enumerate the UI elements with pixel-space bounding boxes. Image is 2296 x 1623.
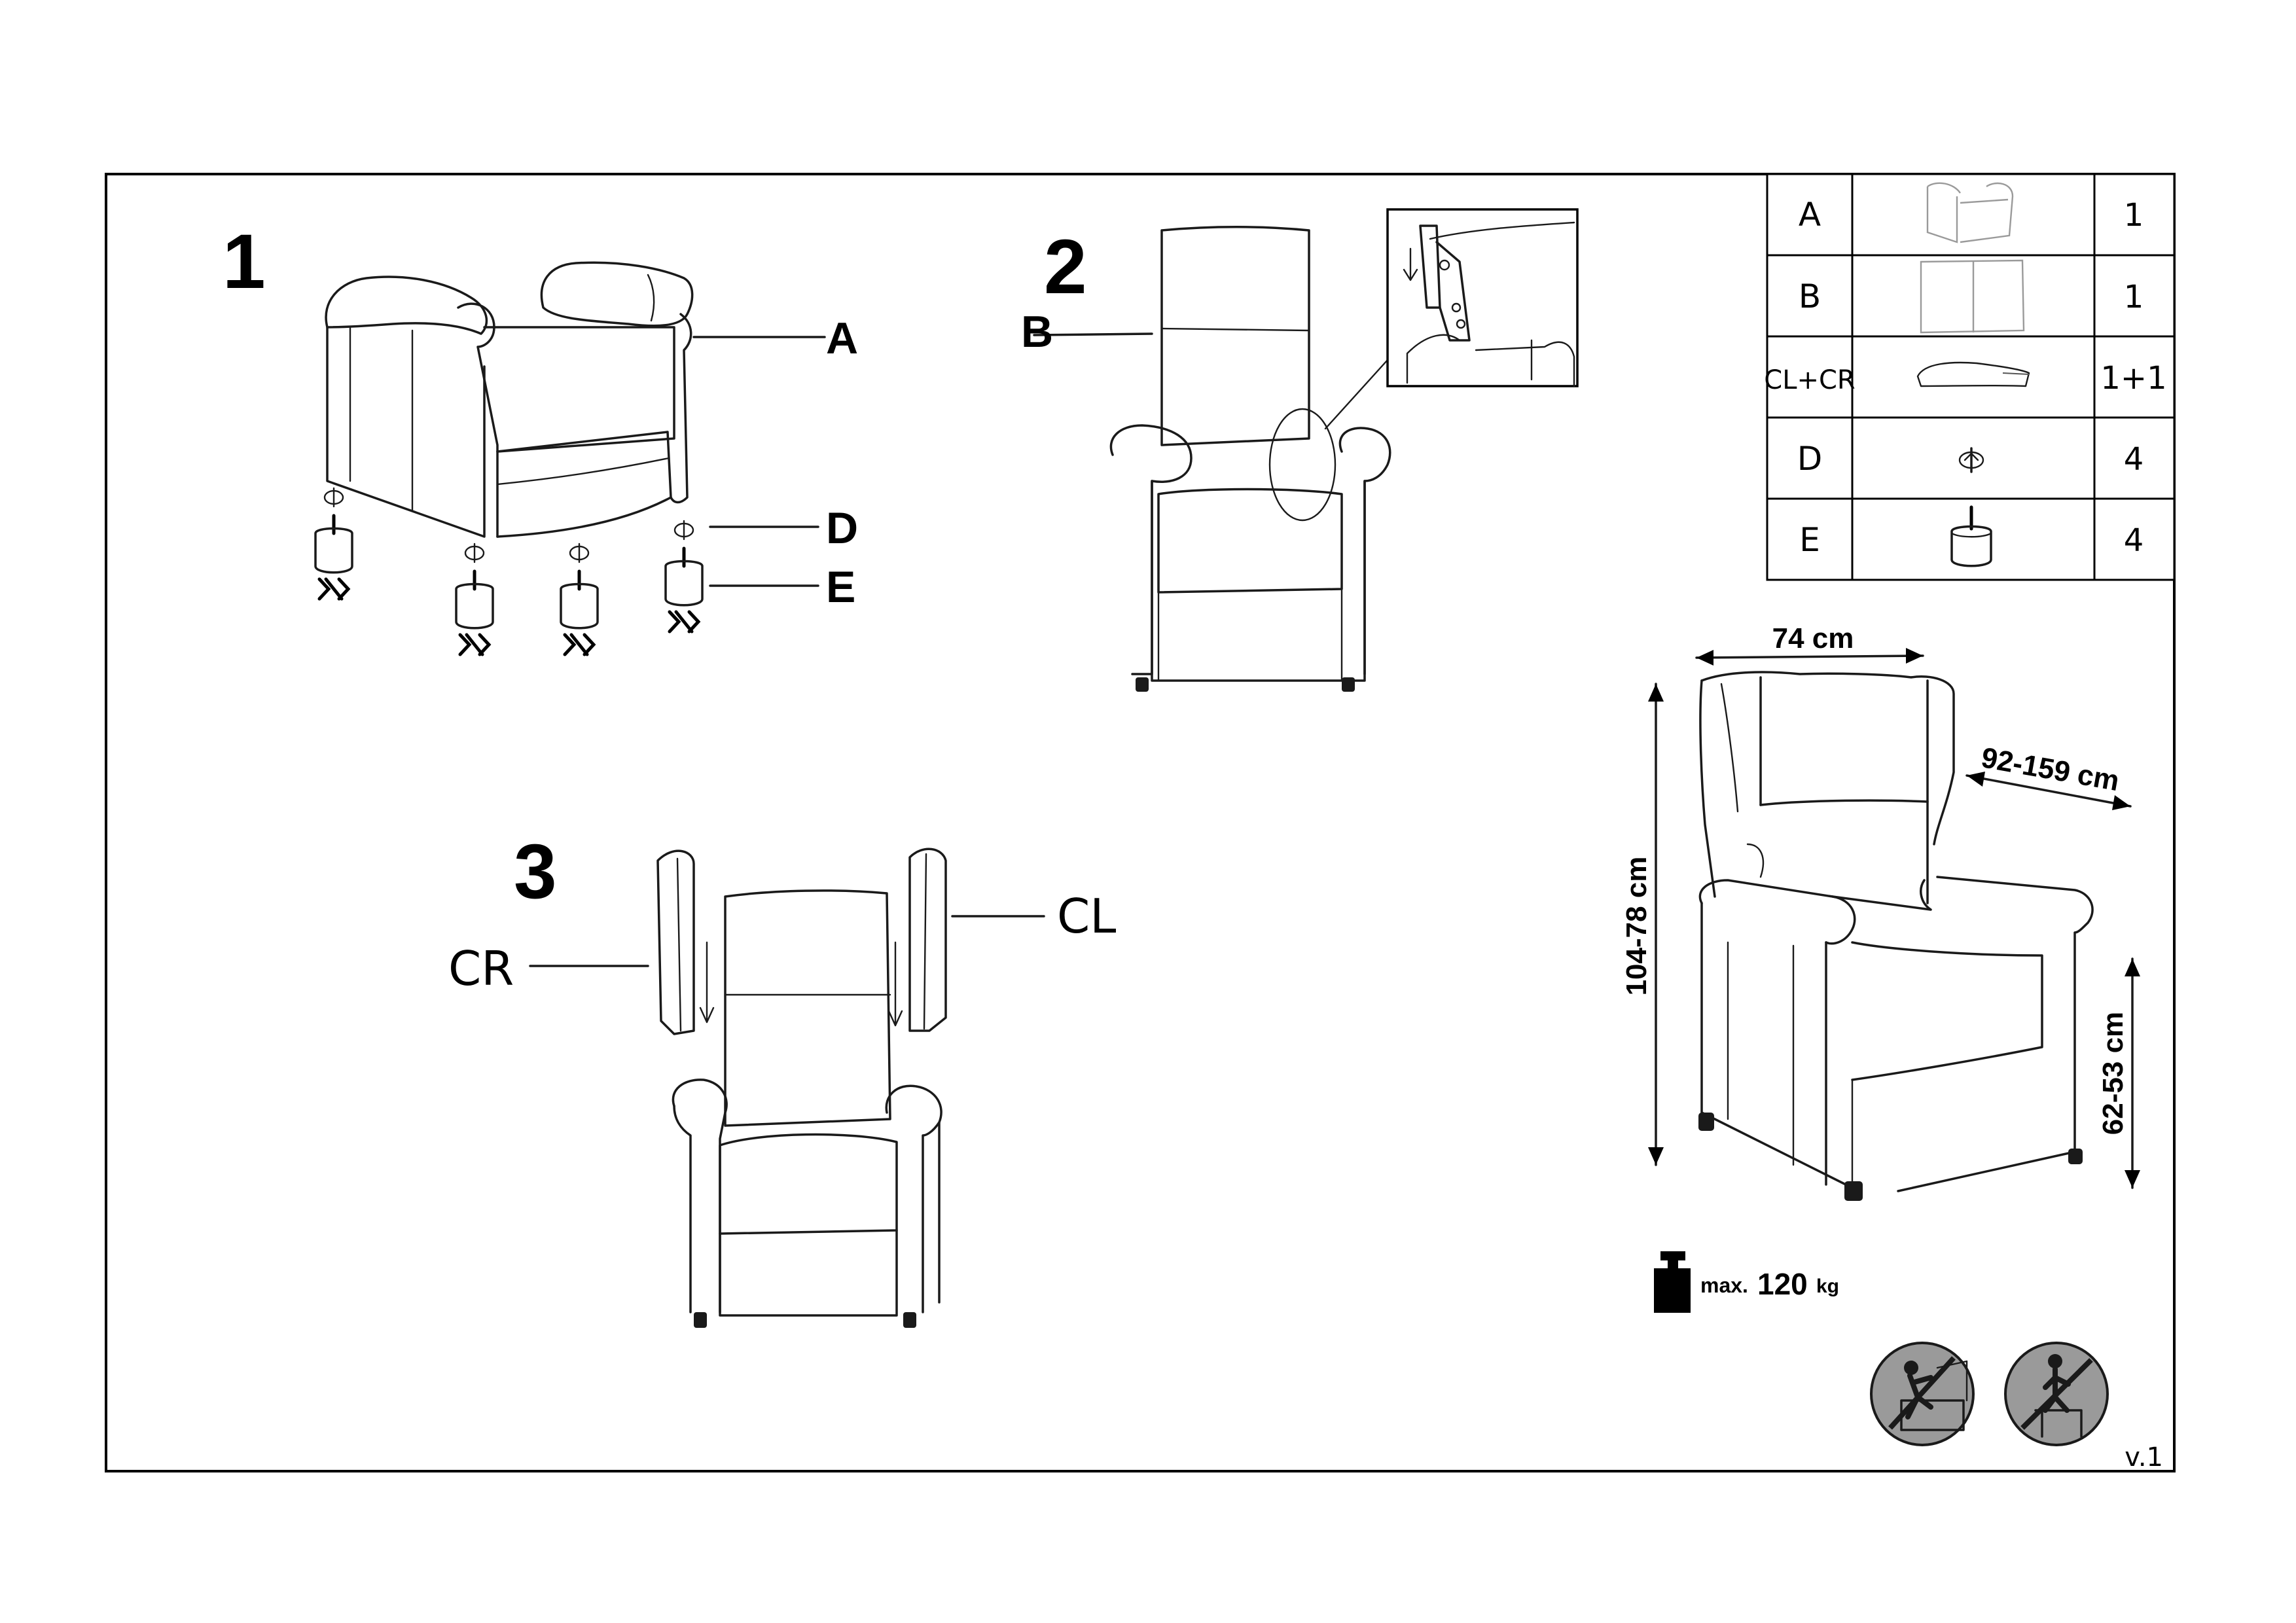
max-load-prefix: max. (1700, 1274, 1748, 1297)
foot-icon (314, 487, 353, 601)
max-load-unit: kg (1816, 1275, 1839, 1297)
armchair-side-drawing (325, 261, 694, 538)
parts-row-code: E (1799, 521, 1820, 559)
seat-height-dimension-label: 62-53 cm (2097, 1012, 2129, 1135)
page-frame (105, 173, 2176, 1472)
step-2-label-b: B (1021, 307, 1053, 357)
width-dimension-label: 74 cm (1772, 622, 1854, 654)
step-2-number: 2 (1044, 224, 1087, 310)
depth-dimension-line (1965, 774, 2132, 808)
depth-dimension-label: 92-159 cm (1979, 741, 2121, 797)
armchair-front-drawing-step-2 (1109, 226, 1391, 692)
width-dimension-line (1695, 654, 1924, 659)
parts-row-qty: 4 (2124, 522, 2144, 559)
armchair-front-drawing-step-3 (656, 847, 947, 1328)
step-1-label-e: E (826, 562, 855, 612)
dimension-drawing: 74 cm 92-159 cm 104-78 cm 62-53 cm (1621, 622, 2140, 1201)
step-3-number: 3 (514, 829, 557, 915)
parts-row-qty: 1 (2124, 197, 2144, 234)
step-1-label-d: D (826, 503, 858, 553)
parts-row-code: B (1799, 277, 1821, 315)
foot-icon (664, 520, 704, 633)
step-3-label-cr: CR (448, 941, 514, 996)
step-2-detail-inset (1386, 208, 1579, 387)
no-standing-on-chair-icon (1870, 1342, 1975, 1446)
parts-row-qty: 1+1 (2100, 360, 2166, 397)
step-1: 1 A (223, 219, 858, 656)
foot-icon (455, 543, 494, 656)
foot-icon (560, 543, 599, 656)
max-load: max. 120 kg (1654, 1251, 1839, 1313)
parts-row-qty: 1 (2124, 279, 2144, 315)
step-1-number: 1 (223, 219, 266, 305)
max-load-value: 120 (1757, 1267, 1808, 1301)
parts-row-code: D (1797, 440, 1823, 478)
height-dimension-label: 104-78 cm (1621, 857, 1653, 996)
step-2: 2 B (1021, 208, 1579, 692)
step-3: 3 CR CL (448, 829, 1116, 1328)
parts-row-code: CL+CR (1764, 365, 1855, 395)
step-2-leader-b (1033, 332, 1153, 336)
bolt-icon (1958, 447, 1984, 473)
no-climbing-icon (2004, 1342, 2109, 1446)
parts-row-qty: 4 (2124, 441, 2144, 478)
backrest-icon (1920, 259, 2025, 334)
armchair-icon (1926, 182, 2014, 243)
step-3-label-cl: CL (1057, 889, 1116, 944)
parts-row-code: A (1799, 196, 1821, 234)
step-1-label-a: A (826, 313, 858, 363)
parts-table: A 1 B 1 CL+CR 1+1 D 4 E (1764, 173, 2176, 581)
weight-icon (1654, 1251, 1691, 1313)
version-label: v.1 (2125, 1442, 2163, 1472)
step-1-feet (314, 487, 704, 656)
wing-icon (1916, 361, 2030, 387)
foot-icon (1950, 505, 1992, 567)
